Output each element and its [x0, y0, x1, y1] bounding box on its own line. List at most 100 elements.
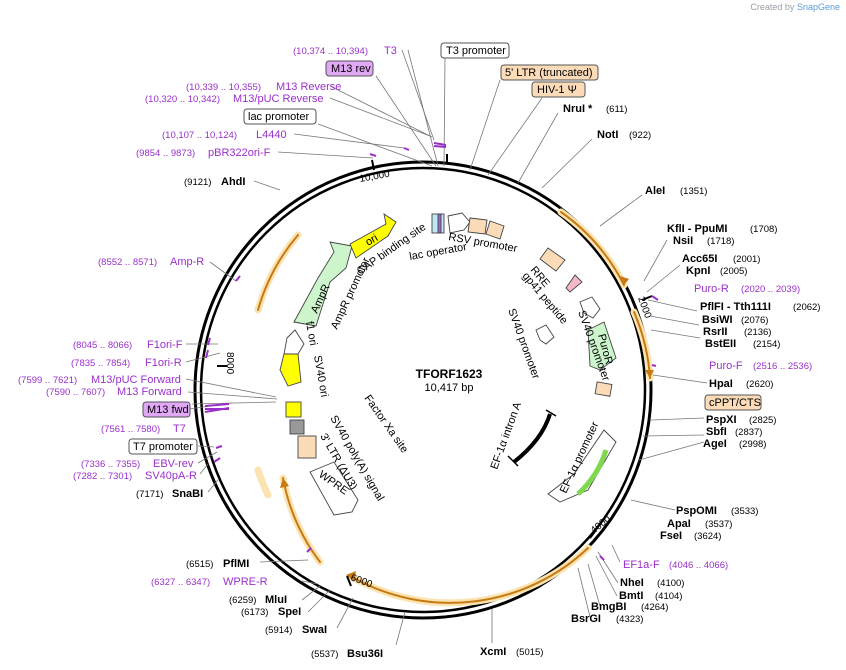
- site-alei-pos: (1351): [680, 186, 707, 197]
- site-bsrgi-pos: (4323): [616, 614, 643, 625]
- tick-6000: 6000: [349, 572, 374, 590]
- primer-m13-reverse: M13 Reverse: [276, 81, 341, 93]
- site-pspxi: PspXI: [706, 414, 737, 426]
- site-mlui: MluI: [265, 594, 287, 606]
- site-nrui-pos: (611): [606, 104, 627, 115]
- ltr3-shape: [297, 435, 317, 459]
- site-hpai-pos: (2620): [746, 379, 773, 390]
- site-bmgbi-pos: (4264): [641, 602, 668, 613]
- m13-rev-label: M13 rev: [331, 63, 371, 75]
- site-snabi: SnaBI: [172, 488, 203, 500]
- sv40-ori-label: SV40 ori: [311, 354, 330, 398]
- ori-shape: [349, 213, 397, 259]
- primer-pbr322ori-f-pos: (9854 .. 9873): [136, 148, 195, 159]
- site-swai-pos: (5914): [265, 625, 292, 636]
- primer-puro-r-pos: (2020 .. 2039): [741, 284, 800, 295]
- site-bsteii-pos: (2154): [753, 339, 780, 350]
- boxed-labels: T3 promoter M13 rev 5' LTR (truncated) H…: [128, 42, 762, 455]
- puror-shape: [587, 321, 617, 371]
- site-bsiwi-pos: (2076): [741, 315, 768, 326]
- primer-sv40pa-r-pos: (7282 .. 7301): [73, 471, 132, 482]
- primer-amp-r: Amp-R: [170, 256, 204, 268]
- gp41-shape: [565, 274, 583, 293]
- site-nsii: NsiI: [673, 235, 693, 247]
- cppt-shape: [594, 381, 613, 397]
- site-bmti-pos: (4104): [655, 591, 682, 602]
- rsv-promoter-shape: [447, 212, 471, 234]
- site-acc65i: Acc65I: [682, 253, 717, 265]
- primer-ebv-rev-pos: (7336 .. 7355): [81, 459, 140, 470]
- site-rsrii: RsrII: [703, 326, 727, 338]
- t3-promoter-label: T3 promoter: [446, 45, 506, 57]
- hiv-psi-label: HIV-1 Ψ: [537, 84, 577, 96]
- plasmid-size: 10,417 bp: [425, 382, 474, 394]
- hiv-psi-shape: [485, 220, 505, 240]
- restriction-sites-right: NruI * (611) NotI (922) AleI (1351) KflI…: [480, 103, 820, 658]
- site-xcmi-pos: (5015): [516, 647, 543, 658]
- rre-shape: [539, 247, 566, 272]
- sv40-promoter-b-label: SV40 promoter: [505, 307, 542, 381]
- tick-8000: 8000: [224, 352, 235, 375]
- inner-features: [279, 212, 617, 516]
- plasmid-name: TFORF1623: [416, 367, 483, 381]
- primer-l4440-pos: (10,107 .. 10,124): [162, 130, 237, 141]
- primer-labels: Puro-R (2020 .. 2039) Puro-F (2516 .. 25…: [18, 45, 812, 588]
- site-spei-pos: (6173): [241, 607, 268, 618]
- primer-t7: T7: [173, 423, 186, 435]
- site-agei: AgeI: [703, 438, 727, 450]
- backbone-ring-outer: [193, 160, 653, 620]
- backbone-ring-inner: [199, 166, 647, 614]
- site-ahdi-pos: (9121): [184, 177, 211, 188]
- primer-f1ori-r-pos: (7835 .. 7854): [71, 358, 130, 369]
- site-fsei-pos: (3624): [694, 531, 721, 542]
- primer-ebv-rev: EBV-rev: [153, 458, 194, 470]
- site-acc65i-pos: (2001): [733, 254, 760, 265]
- f1-ori-arrow: [283, 329, 305, 355]
- restriction-sites-left: (5537) Bsu36I (5914) SwaI (6173) SpeI (6…: [136, 176, 383, 660]
- site-bmti: BmtI: [619, 590, 643, 602]
- site-bmgbi: BmgBI: [591, 601, 626, 613]
- site-pflfi-pos: (2062): [793, 302, 820, 313]
- site-nhei: NheI: [620, 577, 644, 589]
- tick-10000: 10,000: [359, 169, 391, 185]
- primer-t3: T3: [384, 45, 397, 57]
- site-pflmi-pos: (6515): [186, 559, 213, 570]
- primer-amp-r-pos: (8552 .. 8571): [98, 257, 157, 268]
- site-nrui: NruI *: [563, 103, 593, 115]
- primer-m13puc-reverse-pos: (10,320 .. 10,342): [145, 94, 220, 105]
- ring-ticks: [217, 154, 653, 587]
- primer-m13puc-forward-pos: (7599 .. 7621): [18, 375, 77, 386]
- site-rsrii-pos: (2136): [744, 327, 771, 338]
- ef1a-intron-shape: [512, 413, 552, 464]
- inner-feature-labels: RSV promoter RRE gp41 peptide SV40 promo…: [303, 221, 615, 503]
- primer-m13puc-reverse: M13/pUC Reverse: [233, 93, 323, 105]
- site-noti-pos: (922): [629, 130, 651, 141]
- lac-operator-marker: [437, 213, 442, 234]
- site-pspomi: PspOMI: [676, 505, 717, 517]
- site-sbfi: SbfI: [706, 426, 727, 438]
- factor-xa-label: Factor Xa site: [362, 393, 411, 455]
- primer-ef1a-f: EF1a-F: [623, 559, 660, 571]
- site-apai-pos: (3537): [705, 519, 732, 530]
- site-bsrgi: BsrGI: [571, 613, 601, 625]
- site-bsu36i-pos: (5537): [311, 649, 338, 660]
- site-snabi-pos: (7171): [136, 489, 163, 500]
- primer-m13puc-forward: M13/pUC Forward: [91, 374, 181, 386]
- site-bsu36i: Bsu36I: [347, 648, 383, 660]
- primer-m13-reverse-pos: (10,339 .. 10,355): [186, 82, 261, 93]
- m13-fwd-label: M13 fwd: [147, 404, 189, 416]
- primer-f1ori-f-pos: (8045 .. 8066): [73, 340, 132, 351]
- site-sbfi-pos: (2837): [735, 427, 762, 438]
- f1-ori-label: f1 ori: [303, 320, 319, 346]
- site-xcmi: XcmI: [480, 646, 506, 658]
- sv40-polya-shape: [289, 419, 305, 435]
- site-kfli-pos: (1708): [750, 224, 777, 235]
- orf-arrowheads: [280, 276, 654, 581]
- primer-m13-forward: M13 Forward: [117, 386, 182, 398]
- primer-f1ori-f: F1ori-F: [147, 339, 183, 351]
- t7-promoter-label: T7 promoter: [133, 441, 193, 453]
- site-spei: SpeI: [278, 606, 301, 618]
- site-kfli: KflI - PpuMI: [667, 223, 728, 235]
